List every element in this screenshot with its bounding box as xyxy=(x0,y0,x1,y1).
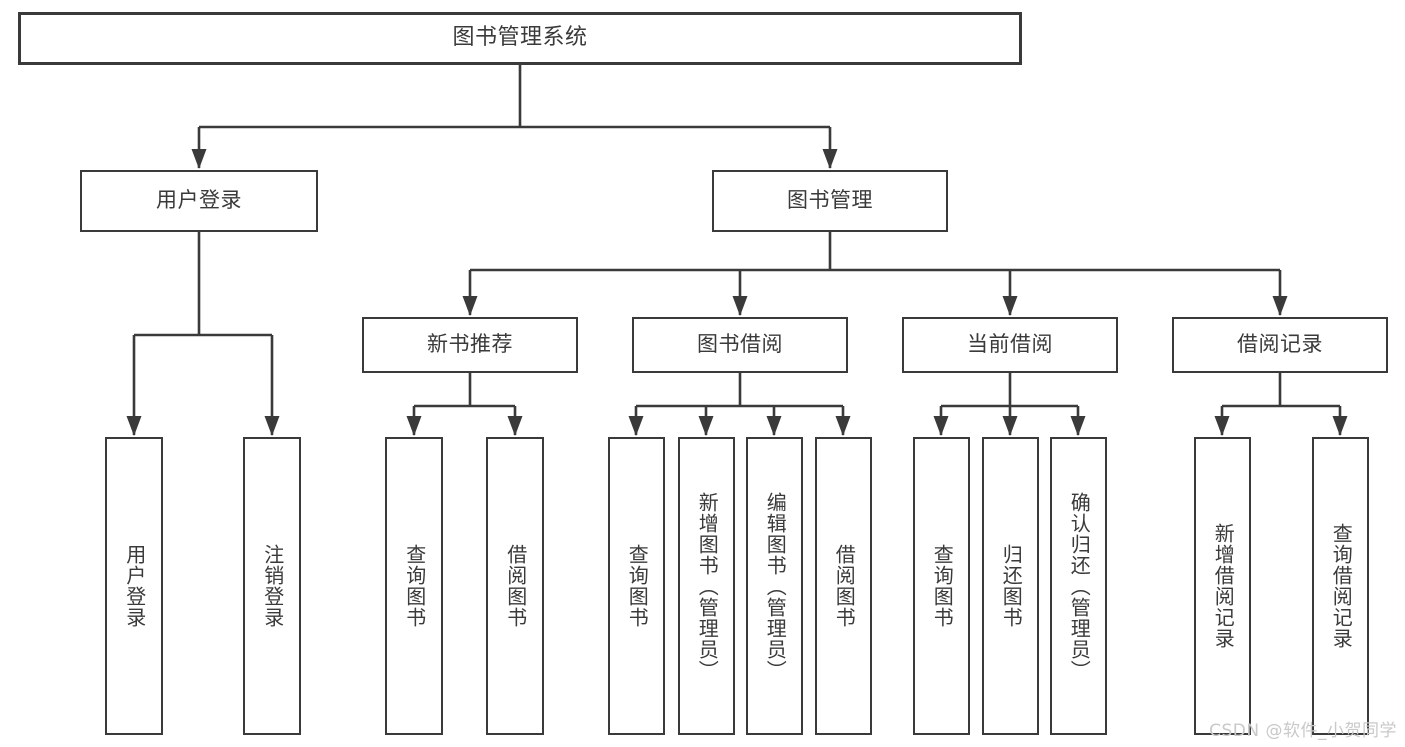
node-leaf-bb-add[interactable]: 新增图书（管理员） xyxy=(678,437,735,735)
arrowhead-g-book-borrow-1 xyxy=(698,416,714,436)
csdn-watermark: CSDN @软件_小贺同学 xyxy=(1209,721,1397,741)
arrowhead-g-user-login-1 xyxy=(264,416,280,436)
node-root[interactable]: 图书管理系统 xyxy=(18,12,1022,65)
node-label: 当前借阅 xyxy=(967,332,1053,357)
arrowhead-g-borrow-record-0 xyxy=(1214,416,1230,436)
node-label: 确认归还（管理员） xyxy=(1067,491,1092,681)
arrowhead-g-book-manage-1 xyxy=(732,296,748,316)
arrowhead-g-book-manage-0 xyxy=(462,296,478,316)
node-label: 新增借阅记录 xyxy=(1211,523,1236,649)
arrowhead-g-book-borrow-0 xyxy=(628,416,644,436)
node-label: 借阅图书 xyxy=(503,544,528,628)
node-user-login[interactable]: 用户登录 xyxy=(80,170,318,232)
node-label: 归还图书 xyxy=(999,544,1024,628)
node-leaf-cb-return[interactable]: 归还图书 xyxy=(982,437,1039,735)
node-label: 图书管理 xyxy=(787,188,873,213)
arrowhead-g-root-1 xyxy=(822,149,838,169)
node-borrow-record[interactable]: 借阅记录 xyxy=(1172,317,1388,373)
arrowhead-g-root-0 xyxy=(191,149,207,169)
arrowhead-g-current-borrow-0 xyxy=(933,416,949,436)
node-leaf-bb-edit[interactable]: 编辑图书（管理员） xyxy=(746,437,803,735)
node-label: 查询图书 xyxy=(402,544,427,628)
node-label: 新增图书（管理员） xyxy=(695,491,720,681)
node-label: 编辑图书（管理员） xyxy=(763,491,788,681)
arrowhead-g-new-book-rec-0 xyxy=(406,416,422,436)
node-leaf-rec-query[interactable]: 查询图书 xyxy=(385,437,443,735)
node-label: 图书借阅 xyxy=(697,332,783,357)
arrowhead-g-new-book-rec-1 xyxy=(507,416,523,436)
node-label: 用户登录 xyxy=(156,188,242,213)
node-label: 用户登录 xyxy=(122,544,147,628)
node-leaf-user-logout[interactable]: 注销登录 xyxy=(243,437,301,735)
node-leaf-cb-confirm[interactable]: 确认归还（管理员） xyxy=(1050,437,1107,735)
node-label: 查询借阅记录 xyxy=(1329,523,1354,649)
node-leaf-user-login[interactable]: 用户登录 xyxy=(105,437,163,735)
arrowhead-g-current-borrow-1 xyxy=(1002,416,1018,436)
node-leaf-bb-query[interactable]: 查询图书 xyxy=(608,437,665,735)
arrowhead-g-book-borrow-2 xyxy=(766,416,782,436)
node-label: 借阅图书 xyxy=(832,544,857,628)
node-leaf-br-query[interactable]: 查询借阅记录 xyxy=(1312,437,1369,735)
arrowhead-g-book-manage-2 xyxy=(1002,296,1018,316)
node-label: 注销登录 xyxy=(260,544,285,628)
node-label: 图书管理系统 xyxy=(452,25,588,51)
node-label: 查询图书 xyxy=(625,544,650,628)
node-label: 借阅记录 xyxy=(1237,332,1323,357)
arrowhead-g-book-borrow-3 xyxy=(835,416,851,436)
arrowhead-g-borrow-record-1 xyxy=(1332,416,1348,436)
node-leaf-rec-borrow[interactable]: 借阅图书 xyxy=(486,437,544,735)
node-leaf-bb-borrow[interactable]: 借阅图书 xyxy=(815,437,872,735)
node-leaf-cb-query[interactable]: 查询图书 xyxy=(913,437,970,735)
arrowhead-g-current-borrow-2 xyxy=(1070,416,1086,436)
node-leaf-br-add[interactable]: 新增借阅记录 xyxy=(1194,437,1251,735)
node-current-borrow[interactable]: 当前借阅 xyxy=(902,317,1118,373)
arrowhead-g-user-login-0 xyxy=(126,416,142,436)
node-label: 查询图书 xyxy=(930,544,955,628)
node-book-manage[interactable]: 图书管理 xyxy=(712,170,948,232)
node-new-book-rec[interactable]: 新书推荐 xyxy=(362,317,578,373)
node-book-borrow[interactable]: 图书借阅 xyxy=(632,317,848,373)
node-label: 新书推荐 xyxy=(427,332,513,357)
arrowhead-g-book-manage-3 xyxy=(1272,296,1288,316)
